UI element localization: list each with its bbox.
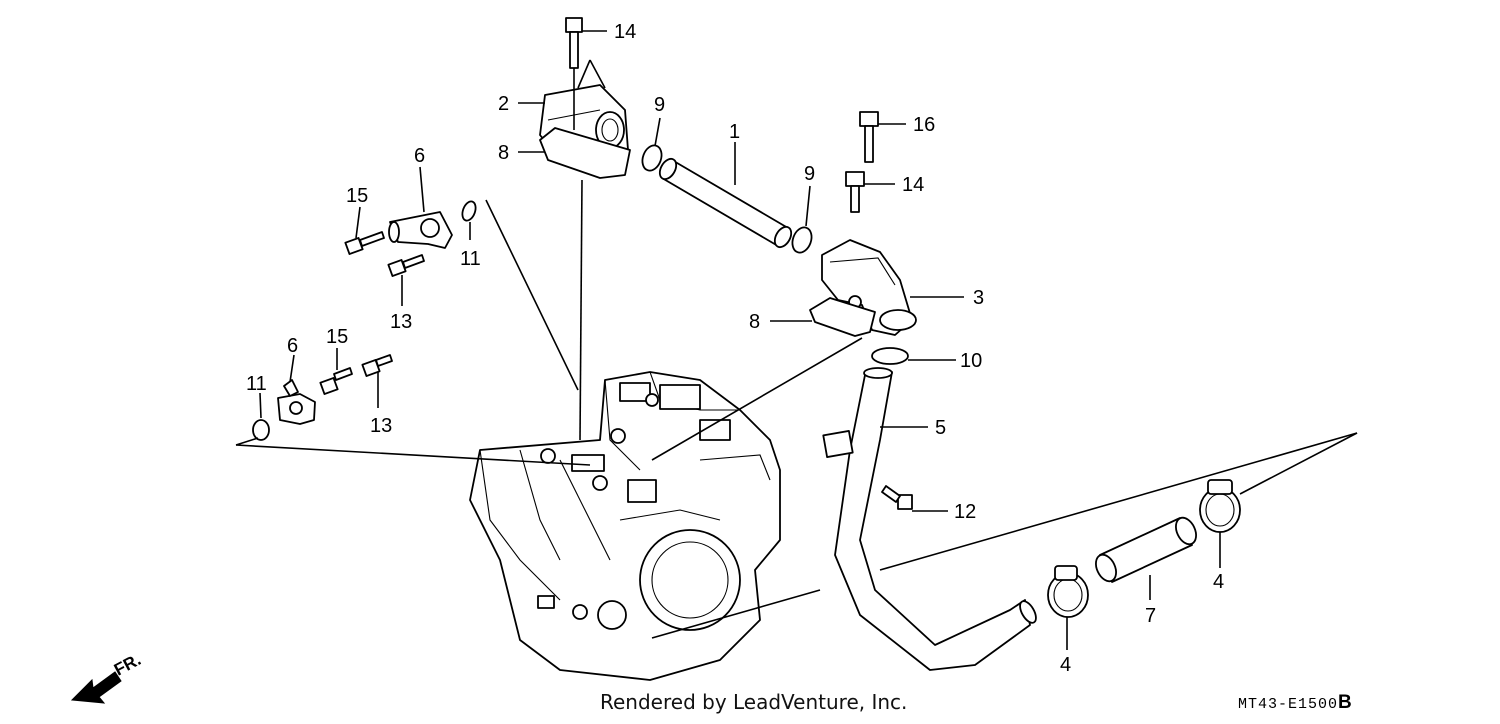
front-direction-arrow: FR. <box>70 650 144 704</box>
part-4-clamp-right <box>1199 479 1241 533</box>
callout-14-right: 14 <box>902 174 924 196</box>
diagram-code-suffix: B <box>1338 692 1353 713</box>
part-6-fitting-top <box>388 211 453 249</box>
leader-lines <box>235 30 1358 650</box>
part-9-oring-left <box>641 144 663 172</box>
part-11-oring-top <box>461 200 477 222</box>
bolt-14-right <box>845 171 865 213</box>
bolt-15-bottom <box>319 367 353 395</box>
callout-10: 10 <box>960 350 982 372</box>
callout-4-left: 4 <box>1060 654 1071 676</box>
callout-7: 7 <box>1145 605 1156 627</box>
callout-1: 1 <box>729 121 740 143</box>
callout-15-top: 15 <box>346 185 368 207</box>
callout-9-left: 9 <box>654 94 665 116</box>
part-6-fitting-bottom <box>277 379 316 425</box>
bolt-15-top <box>344 231 385 255</box>
callout-13-top: 13 <box>390 311 412 333</box>
bolt-13-top <box>387 254 425 277</box>
bolt-12 <box>881 485 913 510</box>
callout-11-top: 11 <box>460 248 481 270</box>
credit-text: Rendered by LeadVenture, Inc. <box>600 690 908 714</box>
callout-13-bottom: 13 <box>370 415 392 437</box>
diagram-code-main: MT43-E1500 <box>1238 696 1339 713</box>
callout-16: 16 <box>913 114 935 136</box>
bolt-16 <box>859 111 879 163</box>
callout-11-bottom: 11 <box>246 373 267 395</box>
callout-14-top: 14 <box>614 21 636 43</box>
callout-8-top: 8 <box>498 142 509 164</box>
callout-3: 3 <box>973 287 984 309</box>
engine-block <box>469 371 781 681</box>
callout-15-bottom: 15 <box>326 326 348 348</box>
callout-2: 2 <box>498 93 509 115</box>
part-8-gasket-top <box>539 127 631 179</box>
callout-5: 5 <box>935 417 946 439</box>
callout-9-right: 9 <box>804 163 815 185</box>
part-7-hose <box>1095 516 1197 583</box>
part-1-pipe <box>658 157 793 249</box>
part-11-oring-bottom <box>252 419 270 441</box>
part-4-clamp-left <box>1047 565 1089 618</box>
callout-labels: 14 2 8 9 1 9 16 14 6 15 11 13 3 8 10 5 1… <box>246 21 1224 676</box>
diagram-code: MT43-E1500B <box>1238 692 1353 714</box>
callout-12: 12 <box>954 501 976 523</box>
bolt-14-top <box>565 17 583 69</box>
callout-6-top: 6 <box>414 145 425 167</box>
callout-6-bottom: 6 <box>287 335 298 357</box>
part-3-housing <box>821 239 917 336</box>
callout-8-lower: 8 <box>749 311 760 333</box>
callout-4-right: 4 <box>1213 571 1224 593</box>
part-5-pipe <box>822 367 1037 671</box>
part-9-oring-right <box>791 226 813 254</box>
part-8-gasket-lower <box>809 297 876 337</box>
bolt-13-bottom <box>361 354 393 377</box>
part-10-oring <box>871 347 909 365</box>
